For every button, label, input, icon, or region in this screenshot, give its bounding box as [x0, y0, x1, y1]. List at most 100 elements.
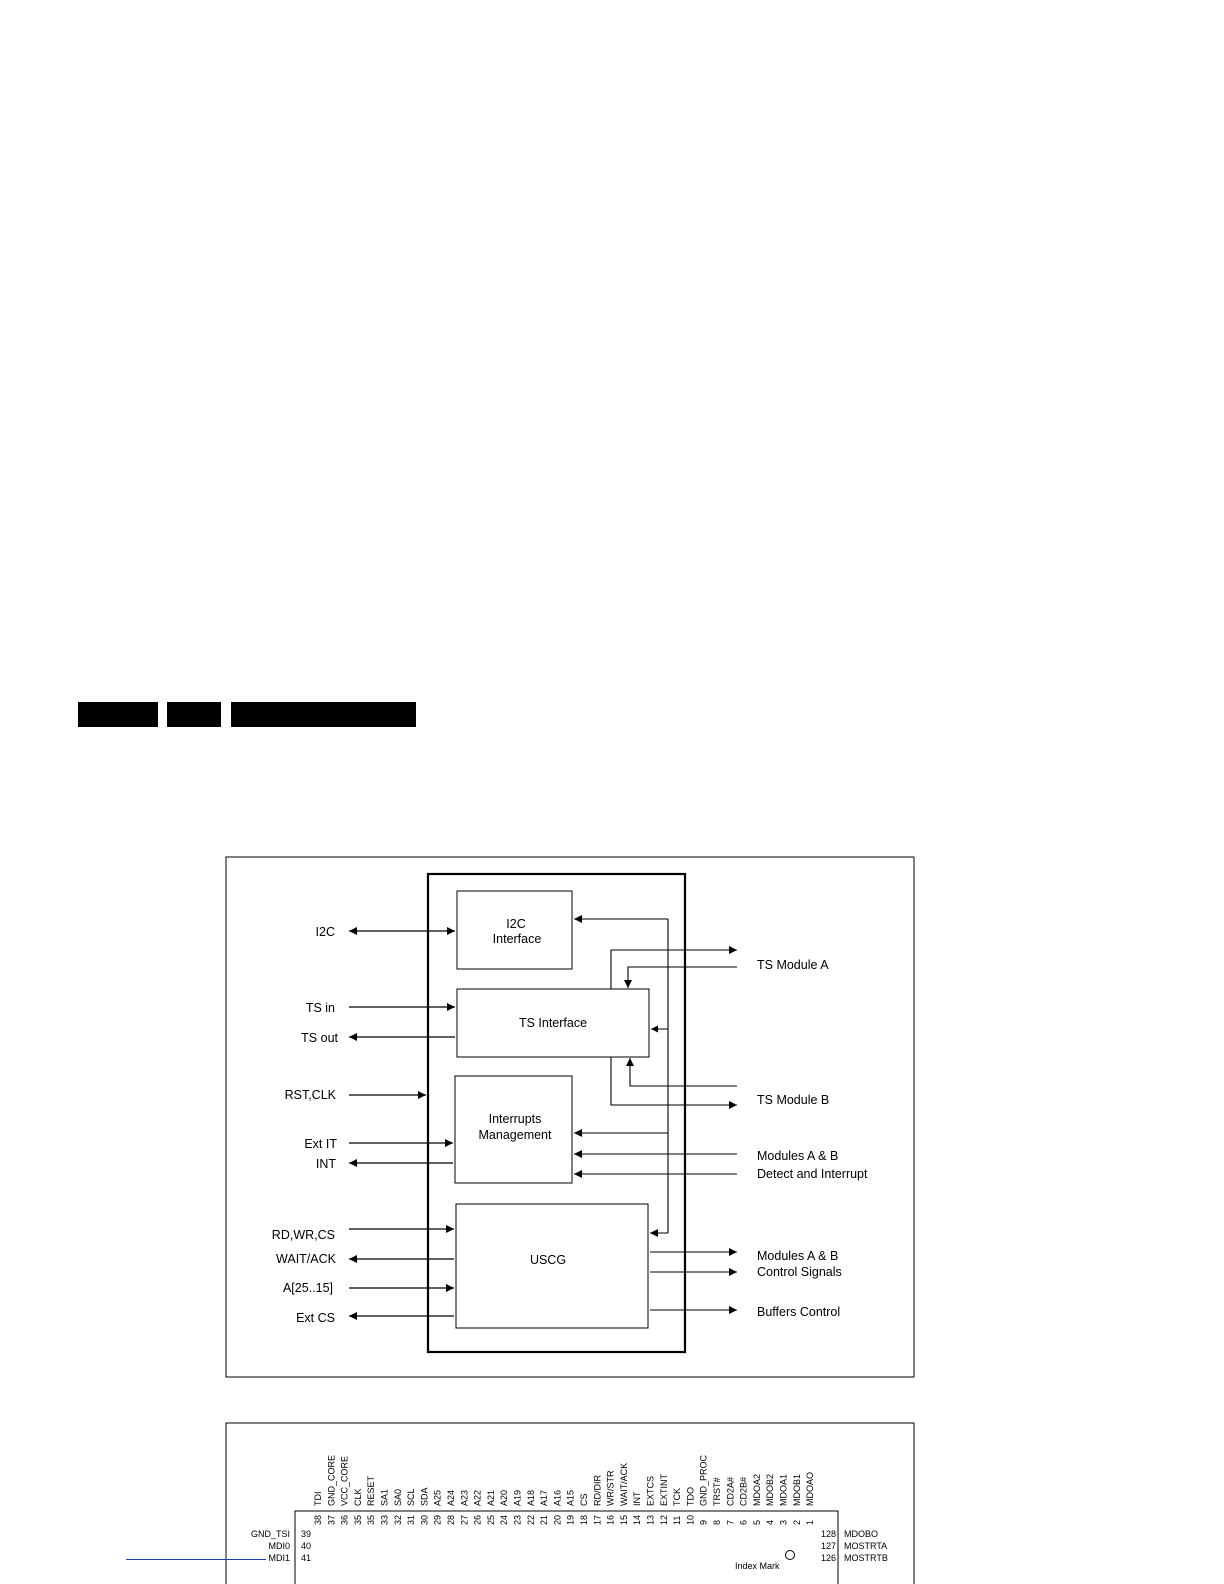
chip-outline	[426, 872, 687, 1354]
top-pin-number: 33	[380, 1515, 390, 1525]
top-pin-name: MDOAO	[805, 1472, 815, 1506]
top-pin-name: EXTINT	[659, 1473, 669, 1506]
left-pin-number: 41	[301, 1553, 311, 1563]
wire-module-a-to-ts	[624, 966, 737, 988]
wire-ts-to-module-a	[610, 946, 737, 989]
right-label-control-signals: Control Signals	[757, 1265, 842, 1279]
top-pin-number: 3	[779, 1520, 789, 1525]
i2c-block-subtitle: Interface	[493, 932, 542, 946]
top-pin-number: 35	[353, 1515, 363, 1525]
top-pin-number: 27	[459, 1515, 469, 1525]
top-pin-name: SA1	[380, 1489, 390, 1506]
top-pin-number: 2	[792, 1520, 802, 1525]
top-pin-name: SA0	[393, 1489, 403, 1506]
top-pin-number: 13	[646, 1515, 656, 1525]
top-pin-number: 28	[446, 1515, 456, 1525]
top-pin-name: TCK	[672, 1488, 682, 1506]
right-pin-number: 128	[821, 1529, 836, 1539]
top-pin-number: 12	[659, 1515, 669, 1525]
top-pin-number: 5	[752, 1520, 762, 1525]
top-pin-number: 17	[592, 1515, 602, 1525]
i2c-block-title: I2C	[506, 917, 525, 931]
top-pin-name: A15	[566, 1490, 576, 1506]
pinout-frame	[225, 1422, 915, 1584]
top-pin-name: RESET	[366, 1475, 376, 1506]
top-pin-number: 38	[313, 1515, 323, 1525]
top-pin-name: SDA	[419, 1487, 429, 1506]
pinout-diagram: TDI38GND_CORE37VCC_CORE36CLK35RESET35SA1…	[225, 1422, 915, 1584]
block-diagram-frame	[225, 856, 915, 1378]
top-pin-number: 29	[433, 1515, 443, 1525]
top-pin-number: 26	[473, 1515, 483, 1525]
right-label-ts-module-b: TS Module B	[757, 1093, 829, 1107]
top-pin-name: TDO	[685, 1487, 695, 1506]
top-pin-name: EXTCS	[646, 1476, 656, 1506]
left-label-i2c: I2C	[316, 925, 335, 939]
top-pin-number: 36	[340, 1515, 350, 1525]
left-label-wait-ack: WAIT/ACK	[276, 1252, 337, 1266]
top-pin-name: TRST#	[712, 1477, 722, 1506]
top-pin-number: 6	[739, 1520, 749, 1525]
top-pin-number: 15	[619, 1515, 629, 1525]
index-mark-label: Index Mark	[735, 1561, 780, 1571]
top-pin-number: 7	[725, 1520, 735, 1525]
left-label-rd-wr-cs: RD,WR,CS	[272, 1228, 335, 1242]
left-label-ts-in: TS in	[306, 1001, 335, 1015]
top-pin-number: 31	[406, 1515, 416, 1525]
top-pin-name: INT	[632, 1491, 642, 1506]
right-label-modules-ab: Modules A & B	[757, 1149, 838, 1163]
top-pin-name: A19	[513, 1490, 523, 1506]
top-pin-number: 25	[486, 1515, 496, 1525]
top-pin-name: CD2A#	[725, 1477, 735, 1506]
top-pin-number: 30	[419, 1515, 429, 1525]
reference-link-line	[126, 1559, 266, 1560]
top-pin-name: GND_PROC	[699, 1454, 709, 1506]
top-pin-number: 24	[499, 1515, 509, 1525]
block-diagram: I2C Interface TS Interface Interrupts Ma…	[225, 856, 915, 1378]
left-label-rst-clk: RST,CLK	[285, 1088, 337, 1102]
left-pin-name: GND_TSI	[251, 1529, 290, 1539]
right-label-ts-module-a: TS Module A	[757, 958, 829, 972]
top-pin-number: 20	[552, 1515, 562, 1525]
left-label-ts-out: TS out	[301, 1031, 338, 1045]
chip-package-outline	[294, 1510, 839, 1584]
top-pin-number: 8	[712, 1520, 722, 1525]
right-label-buffers-control: Buffers Control	[757, 1305, 840, 1319]
top-pin-name: A25	[433, 1490, 443, 1506]
wire-ts-to-module-b	[610, 1057, 737, 1109]
top-pin-name: WAIT/ACK	[619, 1463, 629, 1506]
top-pin-name: CS	[579, 1493, 589, 1506]
top-pin-name: A23	[459, 1490, 469, 1506]
top-pin-name: A18	[526, 1490, 536, 1506]
top-pin-name: A17	[539, 1490, 549, 1506]
interrupts-management-block	[454, 1075, 573, 1184]
left-pin-number: 40	[301, 1541, 311, 1551]
top-pin-number: 9	[699, 1520, 709, 1525]
uscg-block	[455, 1203, 649, 1329]
top-pin-name: WR/STR	[606, 1470, 616, 1506]
header-bar-2	[167, 702, 221, 727]
header-bar-3	[231, 702, 416, 727]
top-pin-number: 1	[805, 1520, 815, 1525]
top-pin-name: MDOA2	[752, 1474, 762, 1506]
ts-block-label: TS Interface	[519, 1016, 587, 1030]
top-pin-number: 35	[366, 1515, 376, 1525]
right-pin-name: MDOBO	[844, 1529, 878, 1539]
top-pin-number: 23	[513, 1515, 523, 1525]
top-pin-number: 19	[566, 1515, 576, 1525]
top-pin-number: 21	[539, 1515, 549, 1525]
top-pin-number: 16	[606, 1515, 616, 1525]
top-pin-number: 11	[672, 1516, 682, 1525]
left-label-int: INT	[316, 1157, 337, 1171]
ts-interface-block	[456, 988, 650, 1058]
top-pin-name: A16	[552, 1490, 562, 1506]
top-pin-number: 22	[526, 1515, 536, 1525]
top-pin-number: 18	[579, 1515, 589, 1525]
left-pin-number: 39	[301, 1529, 311, 1539]
top-pin-number: 14	[632, 1515, 642, 1525]
uscg-block-label: USCG	[530, 1253, 566, 1267]
interrupts-block-line2: Management	[479, 1128, 552, 1142]
header-bar-1	[78, 702, 158, 727]
left-label-ext-cs: Ext CS	[296, 1311, 335, 1325]
